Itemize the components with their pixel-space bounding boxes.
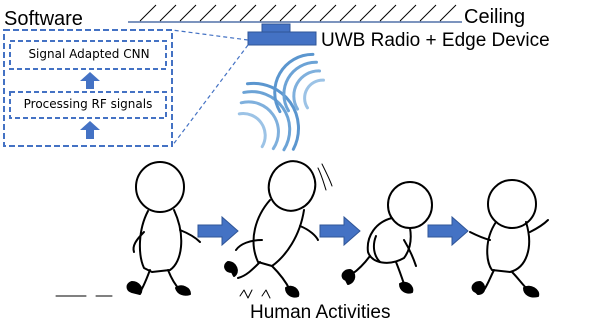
arrow-up-icon [80,121,100,139]
projection-lines [171,29,249,147]
signal-wave-icon [273,52,325,114]
stick-figure-icon [55,161,201,297]
arrow-right-icon [427,215,469,247]
arrow-right-icon [319,215,361,247]
software-label: Software [4,8,83,30]
activities-label: Human Activities [250,302,391,323]
signal-wave-icon [237,81,300,152]
arrow-right-icon [197,215,239,247]
device-label: UWB Radio + Edge Device [321,30,550,51]
uwb-edge-device [247,23,317,46]
cnn-box [9,40,167,70]
ceiling-label: Ceiling [464,6,526,28]
rf-label: Processing RF signals [23,97,153,111]
cnn-label: Signal Adapted CNN [28,47,150,61]
stick-figure-icon [224,160,333,299]
arrow-up-icon [80,72,100,89]
stick-figure-icon [341,181,433,294]
ceiling [128,4,462,23]
software-stack [3,29,173,147]
stick-figure-icon [469,179,549,298]
rf-box [9,91,167,119]
